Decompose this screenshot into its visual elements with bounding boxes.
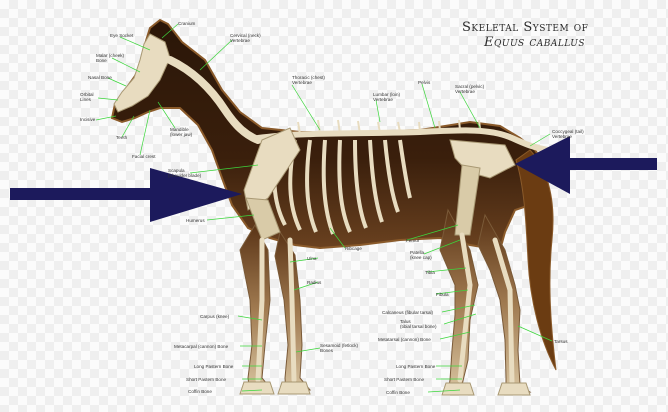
label-short-pastern-front: Short Pastern Bone (186, 377, 226, 382)
label-lumbar-vertebrae: Lumbar (loin) Vertebrae (373, 92, 400, 102)
label-thoracic-vertebrae: Thoracic (chest) Vertebrae (292, 75, 325, 85)
label-metatarsal: Metatarsal (cannon) Bone (378, 337, 431, 342)
label-sacral-vertebrae: Sacral (pelvic) Vertebrae (455, 84, 484, 94)
title-line-2: Equus caballus (462, 35, 612, 50)
label-tarsus: Tarsus (554, 339, 568, 344)
label-nasal-bone: Nasal Bone (88, 75, 112, 80)
label-sesamoid: Sesamoid (fetlock) Bones (320, 343, 358, 353)
label-coccygeal-vertebrae: Coccygeal (tail) Vertebrae (552, 129, 584, 139)
label-fibula: Fibula (436, 292, 449, 297)
front-leg-left (240, 225, 272, 392)
label-patella: Patella (knee cap) (410, 250, 432, 260)
label-metacarpal: Metacarpal (cannon) Bone (174, 344, 228, 349)
label-mandible: Mandible (lower jaw) (170, 127, 192, 137)
label-scapula: Scapula (shoulder blade) (168, 168, 201, 178)
label-cervical-vertebrae: Cervical (neck) Vertebrae (230, 33, 261, 43)
label-radius: Radius (307, 280, 321, 285)
label-eye-socket: Eye Socket (110, 33, 133, 38)
label-incisive: Incisive (80, 117, 95, 122)
label-tibia: Tibia (425, 270, 435, 275)
label-femur: Femur (406, 238, 419, 243)
label-pelvis: Pelvis (418, 80, 430, 85)
label-short-pastern-hind: Short Pastern Bone (384, 377, 424, 382)
label-carpus: Carpus (knee) (200, 314, 229, 319)
label-long-pastern-front: Long Pastern Bone (194, 364, 233, 369)
label-ulna: Ulna (307, 256, 316, 261)
left-indicator-arrow (10, 168, 242, 222)
label-facial-crest: Facial crest (132, 154, 156, 159)
label-long-pastern-hind: Long Pastern Bone (396, 364, 435, 369)
label-talus: Talus (tibial tarsal bone) (400, 319, 437, 329)
diagram-title: Skeletal System of Equus caballus (462, 20, 612, 50)
label-coffin-hind: Coffin Bone (386, 390, 410, 395)
label-malar-bone: Malar (cheek) Bone (96, 53, 124, 63)
hooves (240, 382, 530, 395)
hind-leg-right (478, 215, 530, 393)
label-teeth: Teeth (116, 135, 127, 140)
label-ribcage: Ribcage (345, 246, 362, 251)
label-calcaneus: Calcaneus (fibular tarsal) (382, 310, 433, 315)
label-coffin-front: Coffin Bone (188, 389, 212, 394)
label-cranium: Cranium (178, 21, 195, 26)
title-line-1: Skeletal System of (462, 20, 612, 35)
label-orbital-lines: Orbital Lines (80, 92, 94, 102)
label-humerus: Humerus (186, 218, 205, 223)
